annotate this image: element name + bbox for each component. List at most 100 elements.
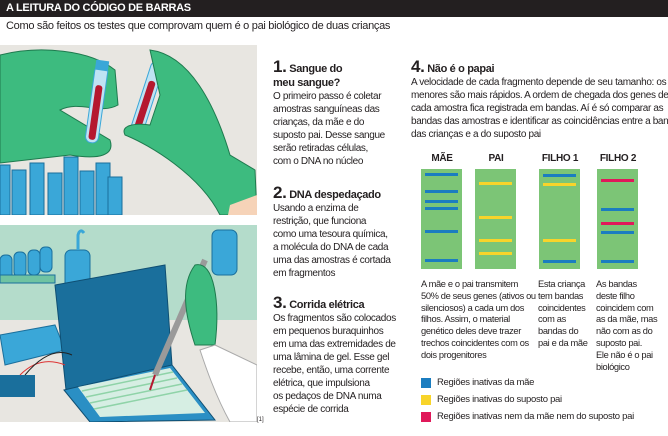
step-text: Os fragmentos são colocados: [273, 313, 396, 324]
caption-line: Ele não é o pai: [596, 349, 653, 360]
caption-line: dois progenitores: [421, 349, 487, 360]
caption-line: A mãe e o pai transmitem: [421, 279, 519, 289]
step-text: suposto pai. Desse sangue: [273, 130, 385, 141]
caption-line: biológico: [596, 361, 630, 372]
step-title: Não é o papai: [427, 63, 495, 75]
caption-line: trechos coincidentes com os: [421, 337, 529, 348]
gel-lane: [597, 169, 638, 269]
step-text: a molécula do DNA de cada: [273, 242, 389, 253]
step-text: espécie de corrida: [273, 404, 349, 415]
gel-electrophoresis-illustration: [0, 225, 257, 422]
step-text: das crianças e a do suposto pai: [411, 129, 541, 140]
gel-band: [425, 173, 458, 176]
legend-item-mae: Regiões inativas da mãe: [421, 377, 534, 388]
step-title: Corrida elétrica: [289, 299, 365, 311]
caption-line: genético deles deve trazer: [421, 326, 521, 337]
legend-item-none: Regiões inativas nem da mãe nem do supos…: [421, 411, 634, 422]
title-bar: A LEITURA DO CÓDIGO DE BARRAS: [0, 0, 668, 17]
gel-band: [601, 179, 634, 182]
gel-band: [425, 190, 458, 193]
step-number: 2.: [273, 183, 287, 202]
gel-band: [479, 239, 512, 242]
step-text: restrição, que funciona: [273, 216, 367, 227]
step-text: elétrica, que impulsiona: [273, 378, 370, 389]
gel-band: [543, 239, 576, 242]
step-3: 3. Corrida elétrica Os fragmentos são co…: [273, 293, 408, 416]
step-4: 4. Não é o papai A velocidade de cada fr…: [411, 57, 668, 141]
legend-swatch-blue: [421, 377, 431, 388]
page-subtitle: Como são feitos os testes que comprovam …: [6, 20, 391, 32]
caption-line: deste filho: [596, 290, 635, 301]
gel-lane: [421, 169, 462, 269]
legend-label: Regiões inativas nem da mãe nem do supos…: [437, 411, 634, 422]
gel-lane: [475, 169, 516, 269]
caption-line: bandas do: [538, 326, 579, 337]
gel-band: [543, 260, 576, 263]
caption-line: 50% de seus genes (ativos ou: [421, 290, 536, 301]
caption-line: filhos. Assim, o material: [421, 314, 510, 325]
gel-band: [601, 222, 634, 225]
gel-band: [601, 208, 634, 211]
caption-line: coincidentes: [538, 302, 586, 313]
step-text: menores são mais rápidos. A ordem de che…: [411, 90, 668, 101]
gel-band: [425, 259, 458, 262]
caption-line: Esta criança: [538, 279, 585, 289]
gel-band: [425, 200, 458, 203]
caption-line: As bandas: [596, 279, 637, 289]
gel-lane: [539, 169, 580, 269]
legend-swatch-magenta: [421, 411, 431, 422]
gel-band: [543, 183, 576, 186]
step-text: uma das amostras é cortada: [273, 255, 391, 266]
step-text: A velocidade de cada fragmento depende d…: [411, 77, 667, 88]
step-text: uma lâmina de gel. Esse gel: [273, 352, 390, 363]
step-text: serão retiradas células,: [273, 143, 368, 154]
step-text: em fragmentos: [273, 268, 336, 279]
lane-label: PAI: [488, 153, 504, 164]
step-text: crianças, da mãe e do: [273, 117, 365, 128]
tube-rack-icon: [0, 246, 56, 284]
tube-rack-icon: [0, 156, 123, 215]
step-number: 4.: [411, 57, 425, 76]
legend-swatch-yellow: [421, 394, 431, 405]
lane-label: FILHO 1: [541, 153, 579, 164]
caption-line: tem bandas: [538, 290, 584, 301]
caption-line: as da mãe, mas: [596, 314, 658, 325]
step-text: em pequenos buraquinhos: [273, 326, 384, 337]
caption-line: com as: [538, 314, 566, 325]
caption-line: pai e da mãe: [538, 337, 588, 348]
step-text: em uma das extremidades de: [273, 339, 396, 350]
step-title: Sangue do: [289, 63, 343, 75]
step-text: bandas das amostras e identificar as coi…: [411, 116, 668, 127]
power-supply-icon: [0, 352, 73, 397]
step-text: os pedaços de DNA numa: [273, 391, 382, 402]
blood-tube-icon: [85, 59, 110, 144]
step-number: 1.: [273, 57, 287, 76]
page-title: A LEITURA DO CÓDIGO DE BARRAS: [6, 2, 191, 14]
blood-tubes-illustration: [0, 45, 257, 215]
gel-band: [425, 207, 458, 210]
step-number: 3.: [273, 293, 287, 312]
caption-line: suposto pai.: [596, 337, 642, 348]
legend-label: Regiões inativas da mãe: [437, 377, 535, 388]
step-title: DNA despedaçado: [289, 189, 381, 201]
legend-label: Regiões inativas do suposto pai: [437, 394, 562, 405]
gel-box-icon: [54, 264, 217, 422]
legend-item-pai: Regiões inativas do suposto pai: [421, 394, 562, 405]
gel-band: [479, 182, 512, 185]
caption-line: não com as do: [596, 326, 653, 337]
gel-band: [601, 260, 634, 263]
lane-label: MÃE: [431, 153, 453, 164]
step-text: recebe, então, uma corrente: [273, 365, 390, 376]
gel-band: [601, 231, 634, 234]
step-text: amostras sanguíneas das: [273, 104, 380, 115]
step-text: como uma tesoura química,: [273, 229, 388, 240]
caption-line: coincidem com: [596, 302, 654, 313]
lane-label: FILHO 2: [599, 153, 637, 164]
step-text: com o DNA no núcleo: [273, 156, 364, 167]
step-text: Usando a enzima de: [273, 203, 359, 214]
gel-band: [425, 230, 458, 233]
image-credit: [1]: [257, 417, 264, 423]
